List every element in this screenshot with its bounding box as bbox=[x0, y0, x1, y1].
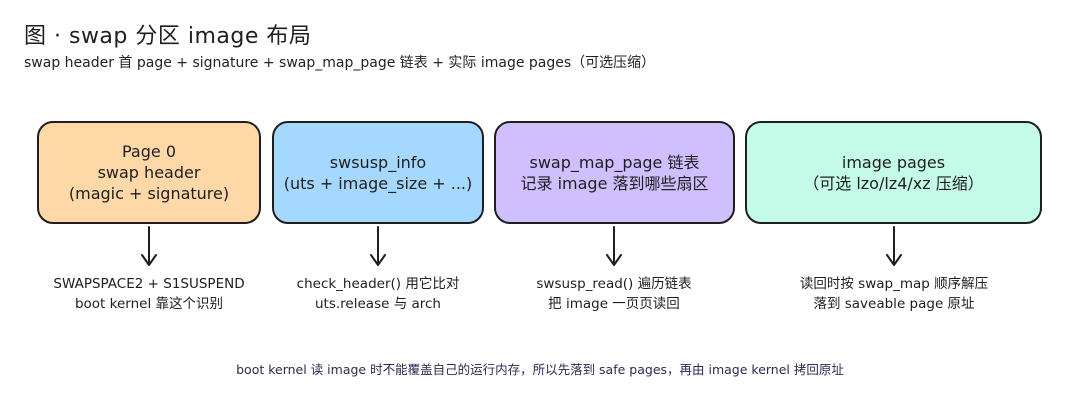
note-line: 落到 saveable page 原址 bbox=[813, 296, 975, 312]
node-line: 记录 image 落到哪些扇区 bbox=[520, 173, 709, 193]
note-line: boot kernel 靠这个识别 bbox=[74, 296, 224, 312]
note-line: uts.release 与 arch bbox=[315, 296, 441, 312]
node-image-pages: image pages （可选 lzo/lz4/xz 压缩） bbox=[745, 121, 1042, 224]
node-line: （可选 lzo/lz4/xz 压缩） bbox=[803, 173, 984, 193]
note-swap-map-page: swsusp_read() 遍历链表 把 image 一页页读回 bbox=[500, 274, 728, 314]
node-line: swap header bbox=[97, 163, 201, 182]
node-line: swsusp_info bbox=[329, 152, 427, 172]
arrow-down-icon bbox=[370, 226, 386, 266]
node-line: (magic + signature) bbox=[68, 184, 230, 203]
node-swap-header: Page 0 swap header (magic + signature) bbox=[37, 121, 261, 224]
node-line: swap_map_page 链表 bbox=[529, 152, 700, 172]
note-line: 读回时按 swap_map 顺序解压 bbox=[799, 276, 989, 292]
note-line: swsusp_read() 遍历链表 bbox=[536, 276, 692, 292]
note-swsusp-info: check_header() 用它比对 uts.release 与 arch bbox=[268, 274, 488, 314]
node-swsusp-info: swsusp_info (uts + image_size + ...) bbox=[272, 121, 484, 224]
arrow-down-icon bbox=[886, 226, 902, 266]
arrow-down-icon bbox=[606, 226, 622, 266]
note-image-pages: 读回时按 swap_map 顺序解压 落到 saveable page 原址 bbox=[770, 274, 1018, 314]
arrow-down-icon bbox=[141, 226, 157, 266]
node-swap-map-page: swap_map_page 链表 记录 image 落到哪些扇区 bbox=[494, 121, 735, 224]
note-line: SWAPSPACE2 + S1SUSPEND bbox=[53, 276, 245, 292]
note-swap-header: SWAPSPACE2 + S1SUSPEND boot kernel 靠这个识别 bbox=[29, 274, 269, 314]
node-line: image pages bbox=[841, 152, 946, 172]
diagram-subtitle: swap header 首 page + signature + swap_ma… bbox=[24, 55, 656, 71]
node-line: Page 0 bbox=[122, 142, 176, 161]
node-line: (uts + image_size + ...) bbox=[283, 173, 473, 193]
note-line: check_header() 用它比对 bbox=[296, 276, 460, 292]
note-line: 把 image 一页页读回 bbox=[548, 296, 680, 312]
footer-note: boot kernel 读 image 时不能覆盖自己的运行内存，所以先落到 s… bbox=[236, 362, 844, 377]
diagram-title: 图 · swap 分区 image 布局 bbox=[24, 24, 312, 49]
